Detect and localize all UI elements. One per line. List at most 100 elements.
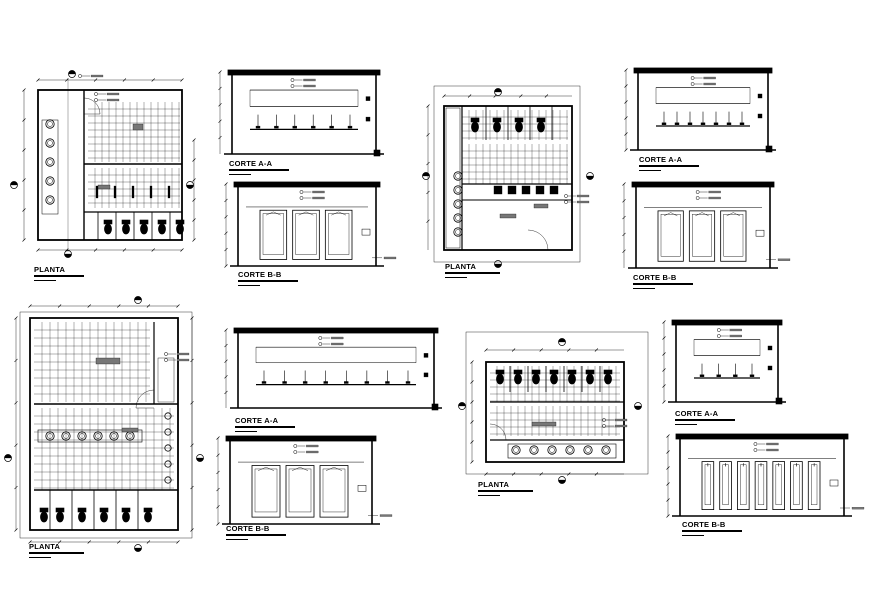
note-text-mark (380, 515, 392, 517)
section-title-1b: CORTE B-B (238, 270, 281, 279)
urinal-icon (550, 186, 558, 194)
stall-door (260, 210, 287, 259)
section-mark-fill-icon (135, 297, 142, 301)
title-underline (675, 419, 735, 421)
note-text-mark (766, 449, 778, 451)
toilet-tank-icon (537, 118, 545, 122)
title-underline (238, 280, 298, 282)
stall-door (808, 462, 820, 510)
section-title-1a: CORTE A-A (229, 159, 272, 168)
mirror-outline (656, 88, 750, 104)
section-mark-fill-icon (69, 71, 76, 74)
outlet-icon (424, 373, 428, 377)
faucet-head-icon (330, 126, 334, 128)
toilet-tank-icon (532, 370, 540, 374)
scale-underline (682, 535, 704, 536)
scale-underline (238, 285, 260, 286)
faucet-head-icon (365, 381, 369, 383)
sink-icon (46, 177, 54, 185)
note-bubble-icon (164, 358, 167, 361)
scale-underline (639, 170, 661, 171)
outlet-icon (366, 97, 370, 101)
section-title-3a: CORTE A-A (235, 416, 278, 425)
toilet-bowl-icon (57, 512, 64, 522)
room-label-mark (96, 358, 120, 364)
stall-door-panel (811, 465, 817, 505)
note-text-mark (331, 343, 343, 345)
faucet-head-icon (675, 123, 679, 125)
note-bubble-icon (78, 74, 81, 77)
mirror-outline (256, 347, 416, 363)
toilet-tank-icon (568, 370, 576, 374)
sink-icon (46, 196, 54, 204)
stall-door (702, 462, 714, 510)
plan-title-4: PLANTA (478, 480, 509, 489)
sink-icon (454, 200, 462, 208)
title-underline (29, 552, 84, 554)
stall-door-panel (323, 469, 345, 512)
scale-underline (229, 174, 251, 175)
toilet-bowl-icon (497, 374, 504, 384)
stall-door-panel (723, 465, 729, 505)
toilet-bowl-icon (177, 224, 184, 234)
sink-icon (454, 228, 462, 236)
section-mark-fill-icon (423, 173, 430, 176)
sink-icon (46, 139, 54, 147)
scale-underline (478, 495, 500, 496)
section-mark-fill-icon (65, 254, 72, 258)
section-mark-fill-icon (11, 182, 18, 185)
floor-end-block (766, 146, 772, 152)
urinal-icon (96, 186, 98, 198)
note-bubble-icon (291, 78, 294, 81)
sink-icon (530, 446, 538, 454)
outlet-icon (758, 94, 762, 98)
title-underline (229, 169, 289, 171)
stall-door-panel (289, 469, 311, 512)
toilet-tank-icon (496, 370, 504, 374)
note-text-mark (730, 335, 742, 337)
note-text-mark (384, 257, 396, 259)
sink-side-icon (362, 229, 370, 235)
note-text-mark (303, 79, 315, 81)
stall-door-panel (328, 214, 349, 255)
plan-title-1: PLANTA (34, 265, 65, 274)
stall-door (658, 211, 683, 261)
title-underline (235, 426, 295, 428)
urinal-icon (150, 186, 152, 198)
note-bubble-icon (696, 196, 699, 199)
toilet-bowl-icon (515, 374, 522, 384)
toilet-bowl-icon (605, 374, 612, 384)
note-bubble-icon (300, 190, 303, 193)
toilet-bowl-icon (494, 122, 501, 132)
stall-door (320, 466, 348, 518)
section-mark-fill-icon (197, 458, 204, 462)
scale-underline (633, 288, 655, 289)
roof-slab (672, 320, 782, 325)
vanity-counter (446, 108, 460, 248)
faucet-head-icon (262, 381, 266, 383)
section-title-3b: CORTE B-B (226, 524, 269, 533)
roof-slab (632, 182, 774, 187)
faucet-head-icon (348, 126, 352, 128)
section-title-4b: CORTE B-B (682, 520, 725, 529)
note-bubble-icon (94, 92, 97, 95)
sink-basin-icon (48, 179, 53, 184)
sink-basin-icon (532, 448, 537, 453)
stall-door (325, 210, 352, 259)
toilet-tank-icon (40, 508, 48, 512)
room-label-mark (133, 124, 143, 130)
scale-underline (226, 539, 248, 540)
faucet-head-icon (740, 123, 744, 125)
note-bubble-icon (717, 328, 720, 331)
toilet-tank-icon (586, 370, 594, 374)
note-text-mark (766, 443, 778, 445)
toilet-bowl-icon (123, 224, 130, 234)
room-label-mark (122, 428, 138, 432)
faucet-head-icon (274, 126, 278, 128)
outlet-icon (424, 353, 428, 357)
sink-icon (454, 172, 462, 180)
stall-door (293, 210, 320, 259)
note-text-mark (704, 83, 716, 85)
sink-icon (512, 446, 520, 454)
toilet-bowl-icon (123, 512, 130, 522)
